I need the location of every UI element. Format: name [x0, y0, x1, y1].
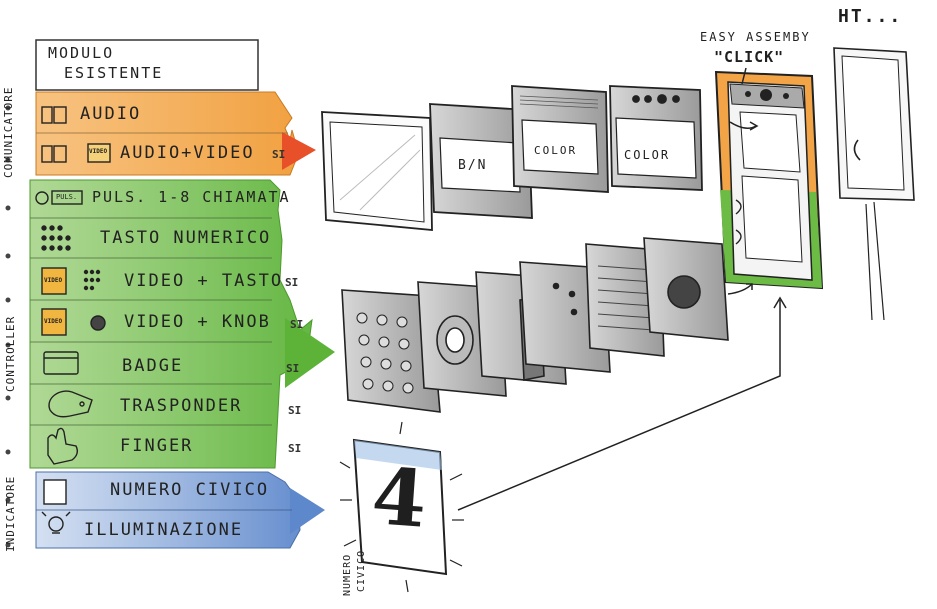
front-panels: [321, 85, 703, 231]
ht-label: HT...: [838, 6, 903, 27]
video-tag-2: VIDEO: [44, 277, 63, 284]
si-audio-video: SI: [272, 148, 286, 161]
video-tag-3: VIDEO: [44, 318, 63, 325]
panel-bn-label: B/N: [458, 158, 488, 173]
plate-digit: 4: [368, 451, 430, 546]
group-indicatore: INDICATORE: [4, 475, 17, 552]
click-label: "CLICK": [714, 48, 785, 66]
si-finger: SI: [288, 442, 302, 455]
comunicatore-arrow: [282, 132, 316, 170]
puls-tag: PULS.: [56, 193, 78, 201]
ht-box: [833, 47, 915, 321]
plate-caption-1: NUMERO: [342, 553, 353, 596]
row-puls: PULS. 1-8 CHIAMATA: [92, 188, 291, 206]
assembly-frame: [714, 70, 824, 290]
modulo-label-1: MODULO: [48, 44, 115, 62]
si-video-tasto: SI: [285, 276, 299, 289]
row-audio: AUDIO: [80, 104, 142, 124]
row-finger: FINGER: [120, 436, 194, 456]
row-audio-video: AUDIO+VIDEO: [120, 143, 255, 163]
modulo-box: [35, 39, 259, 91]
connector-lines: [457, 67, 787, 511]
margin-dots: [5, 105, 11, 548]
number-plate: [339, 421, 464, 593]
row-video-knob: VIDEO + KNOB: [124, 312, 271, 332]
si-badge: SI: [286, 362, 300, 375]
group-comunicatore: COMUNICATORE: [2, 86, 15, 178]
plate-caption-2: CIVICO: [356, 549, 367, 592]
indicatore-arrow: [290, 488, 325, 534]
si-video-knob: SI: [290, 318, 304, 331]
row-tasto: TASTO NUMERICO: [100, 228, 272, 248]
row-video-tasto: VIDEO + TASTO: [124, 271, 284, 291]
row-numero-civico: NUMERO CIVICO: [110, 480, 270, 500]
group-controller: CONTROLLER: [4, 315, 17, 392]
modulo-label-2: ESISTENTE: [64, 64, 164, 82]
video-tag: VIDEO: [89, 148, 108, 155]
controller-arrow: [285, 318, 335, 388]
row-illuminazione: ILLUMINAZIONE: [84, 520, 244, 540]
controller-panels: [341, 237, 729, 413]
row-badge: BADGE: [122, 356, 184, 376]
row-trasponder: TRASPONDER: [120, 396, 243, 416]
si-trasponder: SI: [288, 404, 302, 417]
panel-color2-label: COLOR: [624, 148, 671, 162]
row-icons: [35, 106, 111, 534]
panel-color1-label: COLOR: [534, 144, 578, 157]
easy-assembly-label: EASY ASSEMBY: [700, 30, 811, 44]
